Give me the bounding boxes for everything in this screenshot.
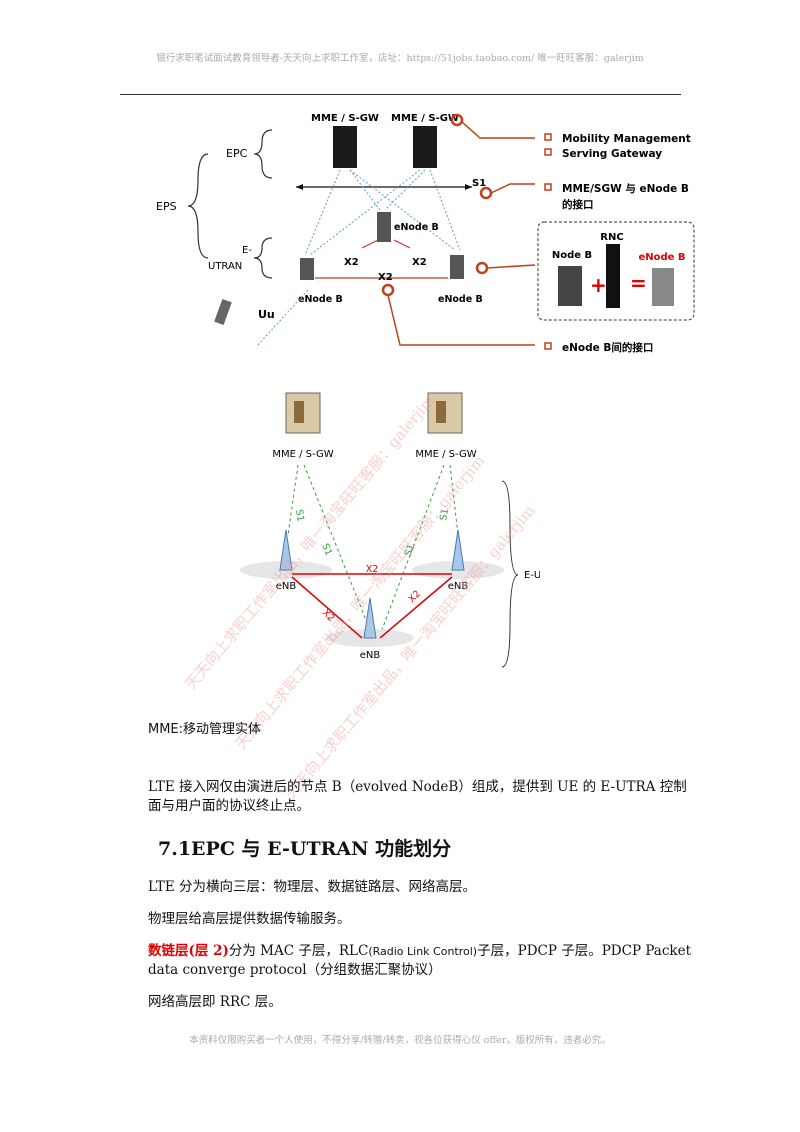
layers-paragraph: LTE 分为横向三层：物理层、数据链路层、网络高层。 [148, 879, 477, 895]
x2-label-a: X2 [344, 257, 359, 268]
x2-label-c: X2 [378, 272, 393, 283]
svg-text:+: + [590, 273, 607, 297]
data-link-paragraph: 数链层(层 2)分为 MAC 子层，RLC(Radio Link Control… [148, 941, 691, 962]
mme-label-right: MME / S-GW [391, 113, 459, 124]
mme-server-right [413, 126, 437, 168]
network-layer-paragraph: 网络高层即 RRC 层。 [148, 994, 282, 1010]
s1-c: S1 [403, 543, 418, 558]
legend-gateway: Serving Gateway [562, 148, 662, 160]
pdcp-expansion-line: data converge protocol（分组数据汇聚协议） [148, 962, 442, 978]
footer-notice: 本资料仅限购买者一个人使用，不得分享/转赠/转卖，视各位获得心仪 offer，版… [189, 1035, 611, 1046]
epc-brace [253, 129, 273, 179]
eps-brace [187, 153, 209, 259]
enodeb-tower-top [377, 212, 391, 242]
enb-right: eNB [448, 581, 469, 592]
mme-icon-right [427, 392, 463, 434]
s1-d: S1 [438, 508, 451, 522]
eps-architecture-diagram: MME / S-GW MME / S-GW EPC EPS E- UTRAN S… [156, 113, 695, 354]
s1-label: S1 [472, 178, 486, 189]
rlc-expansion: (Radio Link Control) [368, 945, 478, 958]
eps-label: EPS [156, 200, 177, 213]
eutran-brace-2 [501, 480, 519, 668]
enb-bottom: eNB [360, 650, 381, 661]
svg-text:=: = [630, 271, 647, 295]
enodeb-red-label: eNode B [638, 252, 685, 263]
rnc-label: RNC [600, 232, 623, 243]
enb-tower-bottom [363, 597, 377, 639]
enb-left: eNB [276, 581, 297, 592]
ue-phone [214, 299, 232, 325]
enb-tower-right [451, 529, 465, 571]
enodeb-right-label: eNode B [438, 294, 483, 305]
eutran-brace [253, 237, 273, 279]
rnc-box [537, 221, 695, 321]
header-watermark-text: 银行求职笔试面试教育领导者-天天向上求职工作室，店址：https://51job… [156, 53, 644, 64]
enodeb-tower-left [300, 258, 314, 280]
uu-label: Uu [258, 308, 275, 321]
enodeb-left-label: eNode B [298, 294, 343, 305]
legend-interface-1: MME/SGW 与 eNode B [562, 182, 689, 195]
enodeb-tower-right [450, 255, 464, 279]
epc-label: EPC [226, 147, 248, 160]
lte-paragraph-line1: LTE 接入网仅由演进后的节点 B（evolved NodeB）组成，提供到 U… [148, 779, 687, 795]
legend-enb-interface: eNode B间的接口 [562, 341, 653, 354]
enodeb-top-label: eNode B [394, 222, 439, 233]
x2-right: X2 [406, 588, 423, 605]
mme-icon-left [285, 392, 321, 434]
header-rule [120, 94, 681, 95]
mme-label-left: MME / S-GW [311, 113, 379, 124]
enb-tower-left [279, 529, 293, 571]
s1-a: S1 [293, 509, 306, 523]
eutran-label-1: E- [242, 245, 252, 256]
lte-paragraph-line2: 面与用户面的协议终止点。 [148, 798, 310, 814]
callout-dot-mme [450, 113, 464, 127]
section-heading: 7.1EPC 与 E-UTRAN 功能划分 [158, 838, 452, 860]
data-link-term: 数链层(层 2) [148, 943, 229, 959]
legend-mobility: Mobility Management [562, 133, 691, 145]
legend-interface-2: 的接口 [562, 198, 594, 211]
x2-top: X2 [366, 564, 379, 575]
physical-layer-paragraph: 物理层给高层提供数据传输服务。 [148, 911, 351, 927]
mme-definition: MME:移动管理实体 [148, 722, 262, 737]
mme2-label-left: MME / S-GW [272, 449, 333, 460]
mme2-label-right: MME / S-GW [415, 449, 476, 460]
s1-b: S1 [319, 542, 334, 557]
x2-label-b: X2 [412, 257, 427, 268]
eutran-label-2: UTRAN [208, 261, 242, 272]
data-link-text-a: 分为 MAC 子层，RLC [228, 943, 369, 959]
eutran-diagram: MME / S-GW MME / S-GW S1 S1 S1 S1 X2 X2 … [240, 392, 540, 668]
eutran2-label: E-UTRAN [524, 570, 540, 581]
data-link-text-b: 子层，PDCP 子层。PDCP Packet [477, 943, 692, 959]
nodeb-label: Node B [552, 250, 592, 261]
